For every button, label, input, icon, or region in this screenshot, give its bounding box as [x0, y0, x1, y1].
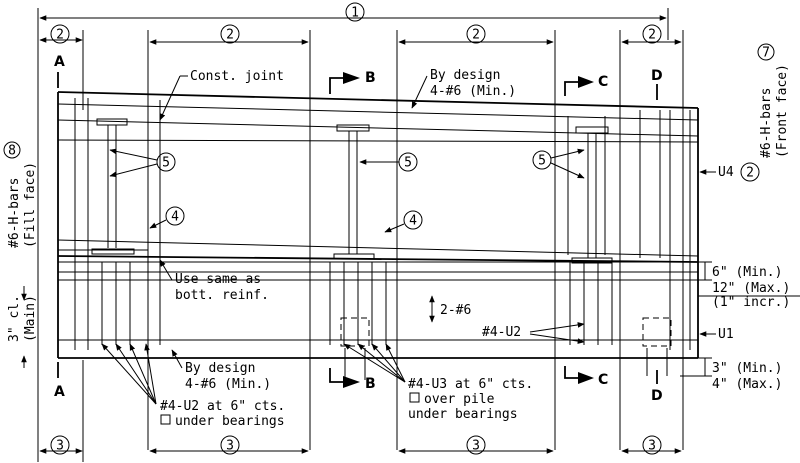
bottom-dim-label-4: 3 [648, 439, 656, 454]
use-same-note: Use same as bott. reinf. [159, 259, 269, 303]
section-cut-b: B B [329, 70, 376, 392]
clear-cover-line1: 3" cl. [7, 295, 22, 342]
u2-bottom-line2: under bearings [175, 414, 285, 429]
min6-label: 6" (Min.) [712, 265, 782, 280]
top-dim-label-3: 2 [472, 28, 480, 43]
u3-line2: over pile [424, 392, 495, 407]
callout-5-left: 5 [162, 156, 170, 171]
callout-5-middle: 5 [404, 156, 412, 171]
by-design-bottom-note: By design 4-#6 (Min.) [171, 349, 271, 392]
overall-dim-label: 1 [351, 6, 359, 21]
fill-face-line1: #6-H-bars [7, 178, 22, 248]
callout-8: 8 [8, 144, 16, 159]
u1-label: U1 [718, 327, 734, 342]
const-joint-note: Const. joint [159, 69, 284, 121]
fill-face-label: #6-H-bars (Fill face) 8 [3, 141, 38, 248]
u4-note: U4 2 [699, 162, 760, 182]
girder-middle [333, 124, 375, 260]
fill-face-line2: (Fill face) [23, 162, 38, 248]
u2-mid-label: #4-U2 [482, 325, 521, 340]
by-design-bottom-line2: 4-#6 (Min.) [185, 377, 271, 392]
clear-cover-line2: (Main) [23, 295, 38, 342]
girder-right [571, 126, 613, 264]
two-6-label: 2-#6 [440, 303, 471, 318]
top-dim-label-4: 2 [648, 28, 656, 43]
bottom-dim-label-3: 3 [472, 439, 480, 454]
front-face-label: #6-H-bars (Front face) 7 [757, 43, 790, 158]
callout-4-left: 4 [171, 210, 179, 225]
callout-2-u4: 2 [746, 166, 754, 181]
overall-dimension: 1 [37, 2, 669, 462]
u3-line3: under bearings [408, 407, 518, 422]
top-dim-label-1: 2 [56, 28, 64, 43]
front-face-line2: (Front face) [775, 64, 790, 158]
cap-outline [57, 91, 699, 359]
section-b-top: B [365, 70, 376, 86]
by-design-bottom-line1: By design [185, 361, 255, 376]
callout-5: 5 5 5 [109, 148, 585, 179]
piles [340, 317, 672, 380]
min3-label: 3" (Min.) [712, 361, 782, 376]
callout-7: 7 [762, 46, 770, 61]
section-a-bottom: A [54, 384, 65, 400]
section-cut-a: A A [54, 54, 65, 400]
top-spacing-dimensions: 2 2 2 2 [39, 24, 684, 450]
girder-left [91, 118, 135, 255]
top-dim-label-2: 2 [226, 28, 234, 43]
section-cut-d: D D [651, 68, 663, 404]
max12-label: 12" (Max.) [712, 281, 790, 296]
u2-bottom-line1: #4-U2 at 6" cts. [160, 399, 285, 414]
section-cut-c: C C [564, 74, 608, 388]
section-a-top: A [54, 54, 65, 70]
max4-label: 4" (Max.) [712, 377, 782, 392]
by-design-top-line1: By design [430, 68, 500, 83]
use-same-line2: bott. reinf. [175, 288, 269, 303]
bottom-dim-label-1: 3 [56, 439, 64, 454]
section-c-bottom: C [598, 372, 608, 388]
section-d-top: D [651, 68, 663, 84]
section-c-top: C [598, 74, 608, 90]
u3-note: #4-U3 at 6" cts. over pile under bearing… [343, 343, 533, 422]
u1-note: U1 [699, 327, 734, 342]
u4-label: U4 [718, 165, 734, 180]
bottom-spacing-dimensions: 3 3 3 3 [39, 360, 682, 462]
u2-bottom-note: #4-U2 at 6" cts. under bearings [101, 343, 285, 429]
by-design-top-line2: 4-#6 (Min.) [430, 84, 516, 99]
two-6-note: 2-#6 [429, 295, 471, 323]
stirrups [74, 98, 691, 350]
callout-4-middle: 4 [409, 214, 417, 229]
section-b-bottom: B [365, 376, 376, 392]
section-d-bottom: D [651, 388, 663, 404]
bottom-dim-label-2: 3 [226, 439, 234, 454]
clear-cover-label: 3" cl. (Main) [7, 286, 38, 368]
callout-4: 4 4 [149, 206, 423, 233]
front-face-line1: #6-H-bars [759, 88, 774, 158]
u3-line1: #4-U3 at 6" cts. [408, 377, 533, 392]
by-design-top-note: By design 4-#6 (Min.) [411, 68, 516, 109]
callout-5-right: 5 [538, 154, 546, 169]
const-joint-label: Const. joint [190, 69, 284, 84]
right-side-dimensions: 6" (Min.) 12" (Max.) (1" incr.) 3" (Min.… [680, 261, 800, 392]
incr1-label: (1" incr.) [712, 295, 790, 310]
u2-mid-note: #4-U2 [482, 322, 585, 344]
use-same-line1: Use same as [175, 272, 261, 287]
